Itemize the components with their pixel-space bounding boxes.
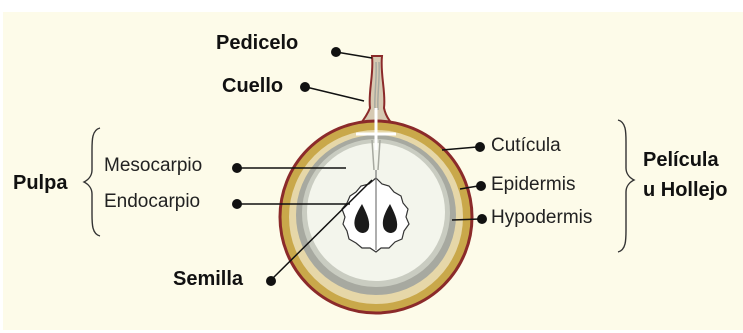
cuello-label: Cuello xyxy=(222,76,283,96)
hypodermis-label: Hypodermis xyxy=(491,208,592,227)
mesocarpio-label: Mesocarpio xyxy=(104,156,202,175)
semilla-dot xyxy=(266,276,276,286)
cuello-dot xyxy=(300,82,310,92)
cuticula-dot xyxy=(475,142,485,152)
hypodermis-dot xyxy=(477,214,487,224)
pedicelo-leader xyxy=(336,52,372,58)
epidermis-dot xyxy=(476,181,486,191)
mesocarpio-dot xyxy=(232,163,242,173)
pelicula-label-line2: u Hollejo xyxy=(643,180,727,200)
cuticula-label: Cutícula xyxy=(491,136,561,155)
endocarpio-label: Endocarpio xyxy=(104,192,200,211)
semilla-label: Semilla xyxy=(173,269,243,289)
cuello-leader xyxy=(306,87,364,101)
pedicelo-dot xyxy=(331,47,341,57)
epidermis-label: Epidermis xyxy=(491,175,575,194)
pulpa-label: Pulpa xyxy=(13,173,67,193)
pelicula-bracket xyxy=(618,120,634,252)
hypodermis-leader xyxy=(452,219,480,220)
pelicula-label-line1: Película xyxy=(643,150,719,170)
endocarpio-dot xyxy=(232,199,242,209)
pulpa-bracket xyxy=(84,128,100,236)
pedicelo-label: Pedicelo xyxy=(216,33,298,53)
cuticula-leader xyxy=(442,147,477,150)
